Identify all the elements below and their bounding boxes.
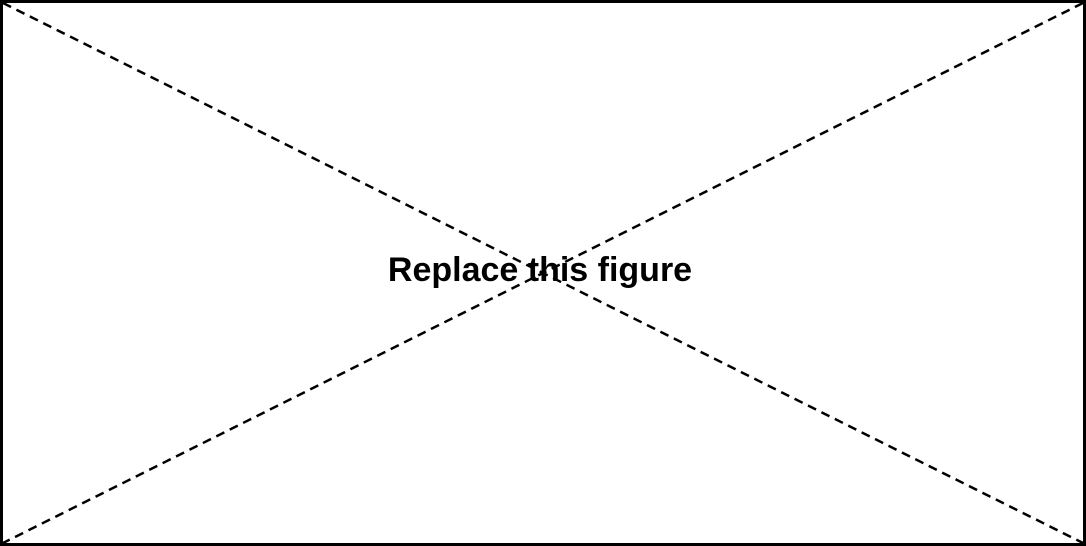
placeholder-label: Replace this figure (388, 251, 692, 289)
